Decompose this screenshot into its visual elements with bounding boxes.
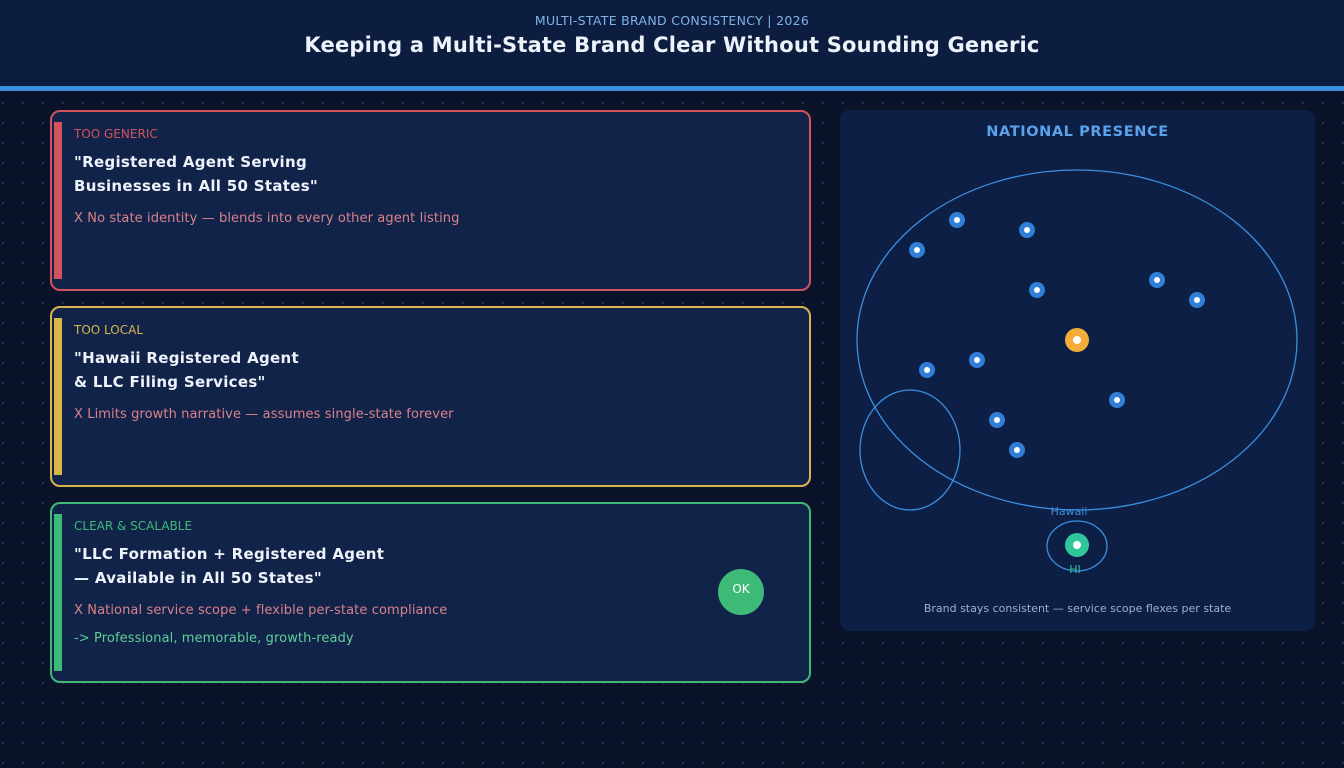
card-quote: "Registered Agent Serving Businesses in … — [74, 150, 674, 198]
state-marker — [1149, 272, 1165, 288]
us-map-diagram: Hawaii HI — [856, 169, 1298, 576]
hq-marker — [1065, 328, 1089, 352]
card-note: X National service scope + flexible per-… — [74, 603, 448, 618]
state-marker — [949, 212, 965, 228]
state-marker — [1019, 222, 1035, 238]
card-too-generic: TOO GENERIC "Registered Agent Serving Bu… — [50, 110, 811, 291]
header-kicker: MULTI-STATE BRAND CONSISTENCY | 2026 — [534, 13, 810, 28]
card-tag: CLEAR & SCALABLE — [74, 519, 193, 533]
card-tag: TOO LOCAL — [74, 323, 144, 337]
card-quote: "LLC Formation + Registered Agent — Avai… — [74, 542, 674, 590]
card-note: X No state identity — blends into every … — [74, 211, 460, 226]
state-marker — [1109, 392, 1125, 408]
header — [0, 0, 1344, 87]
mainland-outline — [856, 169, 1298, 511]
card-quote-line: — Available in All 50 States" — [74, 569, 323, 587]
state-marker — [989, 412, 1005, 428]
state-marker — [1029, 282, 1045, 298]
panel-caption: Brand stays consistent — service scope f… — [923, 602, 1232, 615]
ok-badge: OK — [718, 569, 764, 615]
national-presence-panel: NATIONAL PRESENCE Hawaii HI Brand stays … — [840, 110, 1315, 631]
state-marker — [1189, 292, 1205, 308]
hawaii-label: Hawaii — [1051, 505, 1088, 518]
alaska-outline — [859, 389, 961, 511]
card-benefit-note: -> Professional, memorable, growth-ready — [74, 631, 354, 646]
card-accent-bar — [54, 122, 62, 279]
card-too-local: TOO LOCAL "Hawaii Registered Agent & LLC… — [50, 306, 811, 487]
card-quote-line: Businesses in All 50 States" — [74, 177, 319, 195]
card-quote-line: "Hawaii Registered Agent — [74, 349, 299, 367]
card-tag: TOO GENERIC — [74, 127, 158, 141]
card-quote-line: "Registered Agent Serving — [74, 153, 308, 171]
header-rule — [0, 86, 1344, 91]
card-quote: "Hawaii Registered Agent & LLC Filing Se… — [74, 346, 674, 394]
panel-title: NATIONAL PRESENCE — [986, 124, 1169, 140]
state-marker — [969, 352, 985, 368]
state-marker — [1009, 442, 1025, 458]
card-clear-scalable: CLEAR & SCALABLE "LLC Formation + Regist… — [50, 502, 811, 683]
state-marker — [919, 362, 935, 378]
hawaii-marker — [1065, 533, 1089, 557]
page-title: Keeping a Multi-State Brand Clear Withou… — [304, 33, 1040, 57]
card-accent-bar — [54, 514, 62, 671]
card-quote-line: "LLC Formation + Registered Agent — [74, 545, 385, 563]
card-quote-line: & LLC Filing Services" — [74, 373, 266, 391]
card-note: X Limits growth narrative — assumes sing… — [74, 407, 454, 422]
hawaii-outline — [1046, 520, 1108, 572]
card-accent-bar — [54, 318, 62, 475]
hi-label: HI — [1069, 563, 1081, 576]
state-marker — [909, 242, 925, 258]
